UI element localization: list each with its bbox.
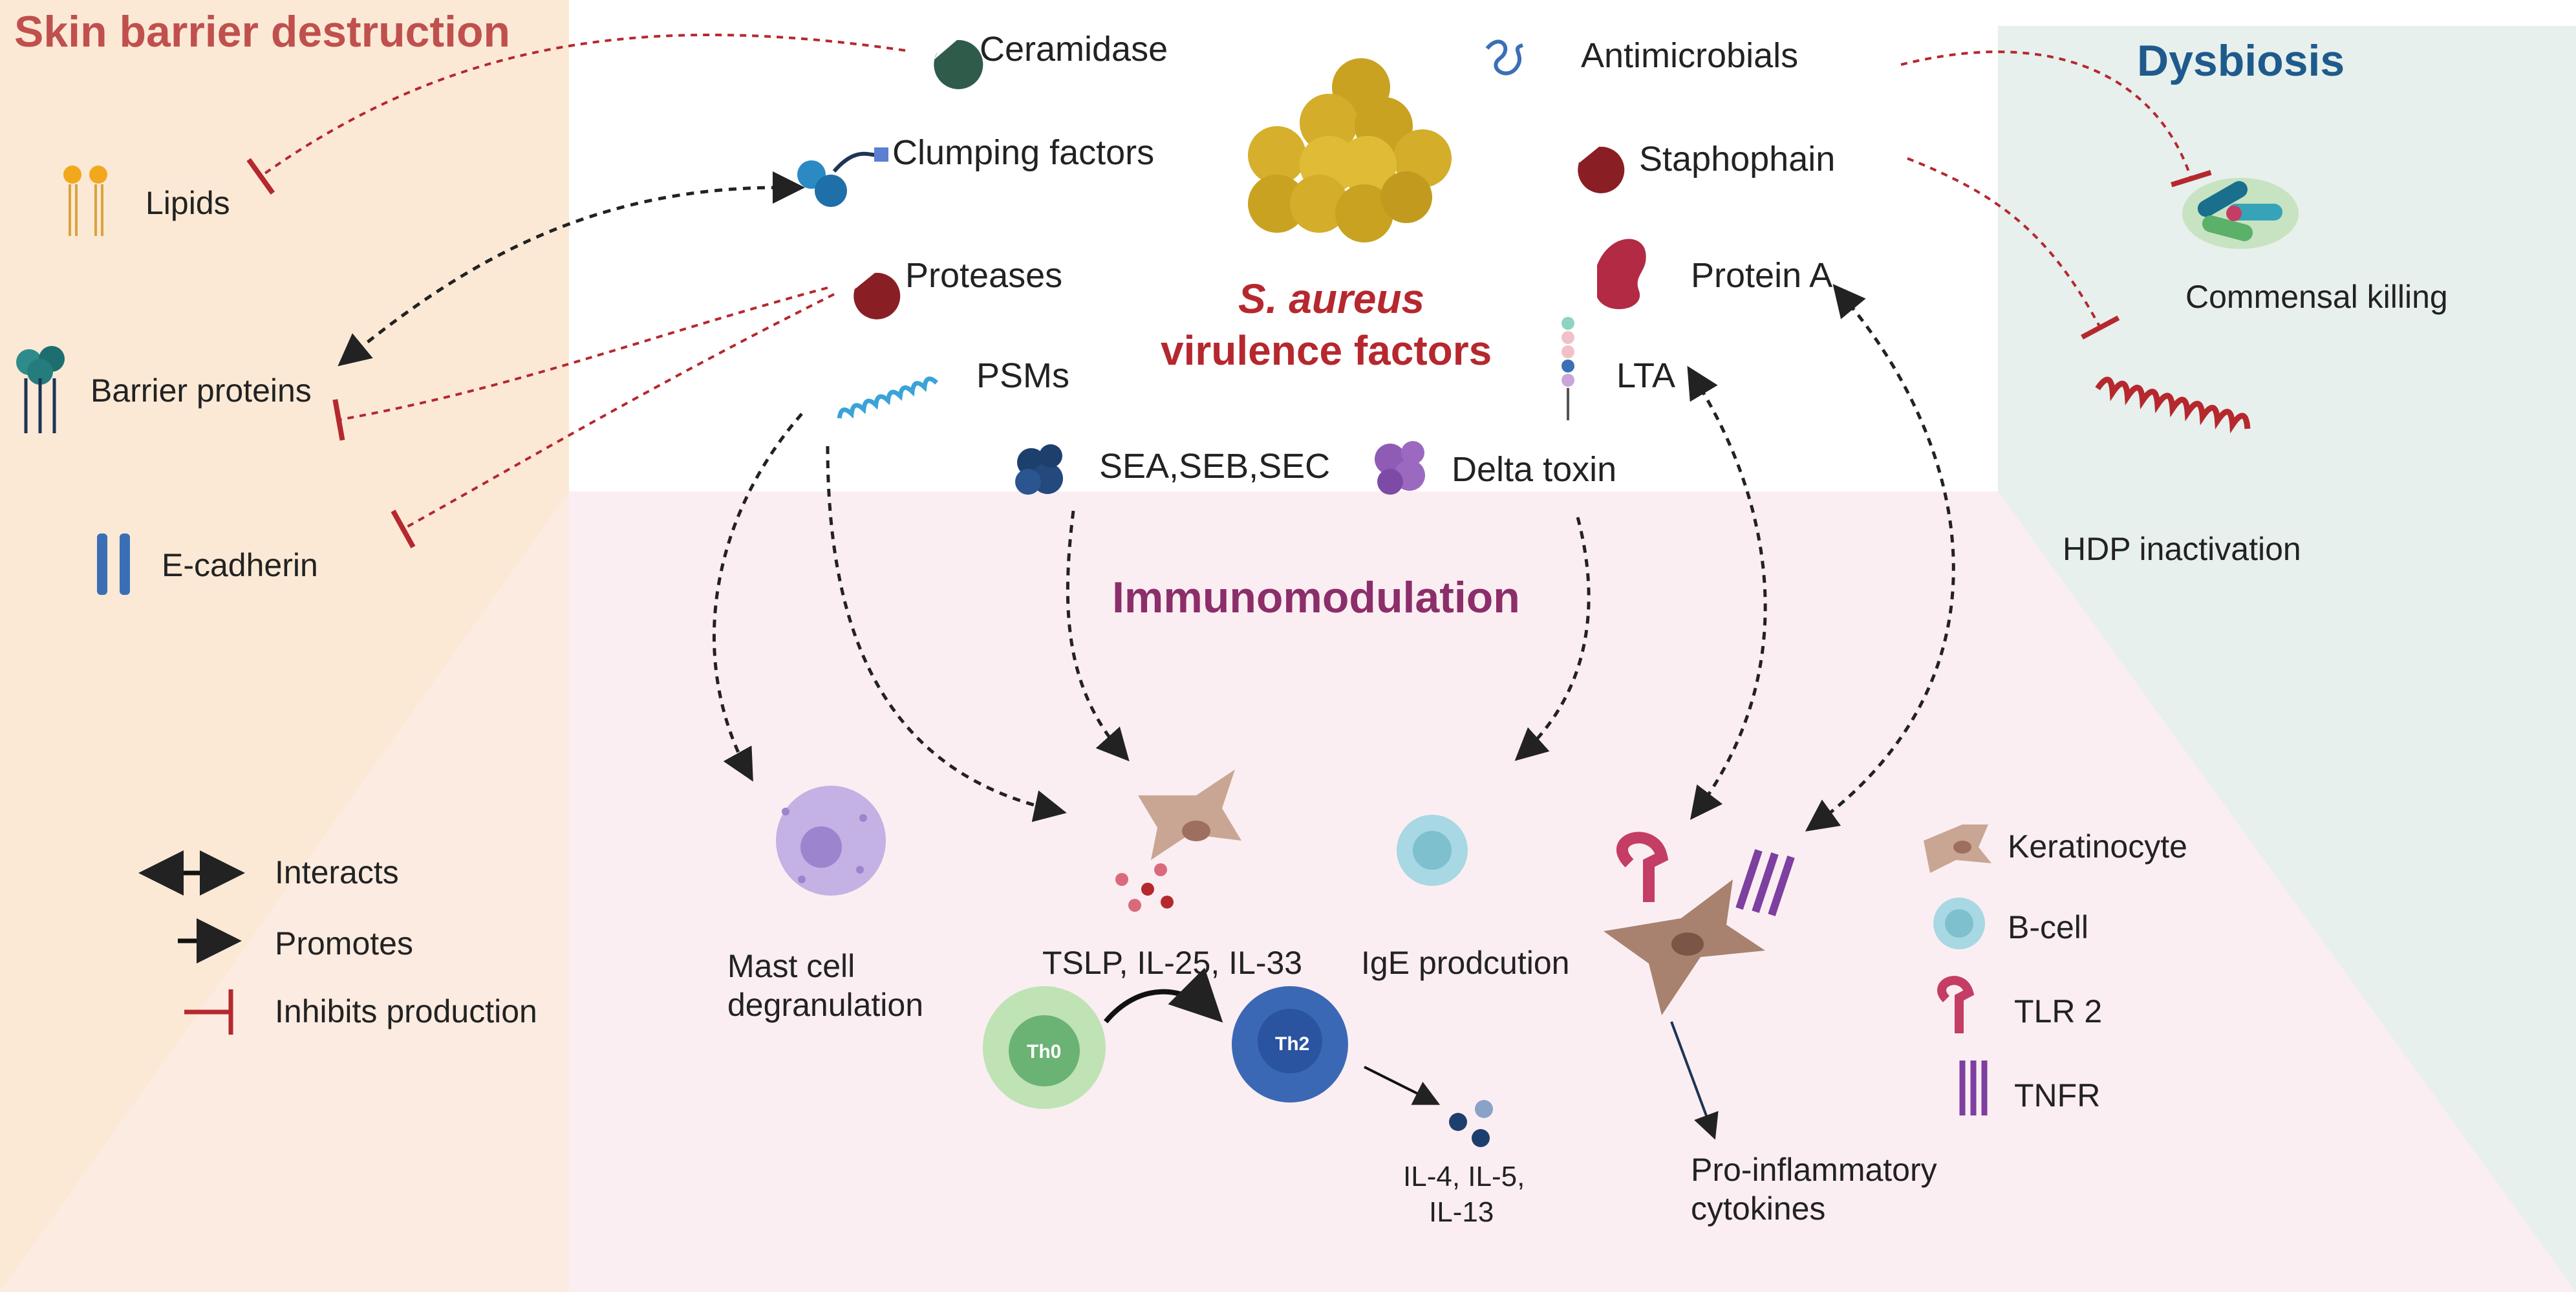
legend-bcell-icon <box>1933 898 1985 949</box>
e-cadherin-label: E-cadherin <box>162 547 318 583</box>
hdp-helix-icon <box>2095 376 2251 434</box>
e-cadherin-icon <box>97 533 130 595</box>
tslp-dots-icon <box>1115 863 1174 912</box>
psms-mast-promotes <box>712 413 803 782</box>
legend-inhibits-label: Inhibits production <box>275 993 537 1029</box>
virulence-heading-line2: virulence factors <box>1161 327 1492 374</box>
legend-inhibits-icon <box>184 989 233 1035</box>
sea-seb-sec-label: SEA,SEB,SEC <box>1099 447 1331 486</box>
il-label-line2: IL-13 <box>1429 1196 1494 1228</box>
protein-a-icon <box>1597 239 1646 310</box>
legend-tlr2-icon <box>1937 976 1975 1033</box>
legend-tnfr-icon <box>1959 1061 1988 1115</box>
legend-promotes-label: Promotes <box>275 925 413 962</box>
psms-icon <box>837 376 939 419</box>
delta-toxin-label: Delta toxin <box>1452 450 1617 489</box>
lta-label: LTA <box>1616 356 1676 395</box>
ceramidase-lipids-inhibition <box>246 33 906 195</box>
tnfr-receptor-icon <box>1735 849 1795 916</box>
antimicrobials-commensal-inhibition <box>1900 50 2212 188</box>
virulence-heading-line1: S. aureus <box>1238 275 1425 322</box>
legend-interacts-label: Interacts <box>275 854 399 890</box>
staphophain-label: Staphophain <box>1639 140 1836 178</box>
lta-icon <box>1562 317 1574 420</box>
cytokine-release-arrow <box>1670 1021 1719 1140</box>
pro-inflammatory-label-line2: cytokines <box>1691 1190 1826 1227</box>
th2-cell-icon <box>1232 986 1348 1103</box>
clumping-barrier-interaction <box>338 171 805 367</box>
legend-keratinocyte-label: Keratinocyte <box>2008 828 2187 865</box>
ige-production-label: IgE prodcution <box>1361 945 1570 981</box>
legend-keratinocyte-icon <box>1924 824 1991 873</box>
tlr2-receptor-icon <box>1616 832 1669 902</box>
mast-cell-label-line2: degranulation <box>727 987 924 1023</box>
delta-toxin-icon <box>1375 441 1425 495</box>
proteases-barrier-inhibition <box>332 286 828 441</box>
floor-edge <box>0 491 569 1292</box>
il-label-line1: IL-4, IL-5, <box>1403 1161 1525 1192</box>
th0-label: Th0 <box>1027 1041 1062 1062</box>
keratinocyte-icon <box>1138 770 1241 860</box>
immunomodulation-panel <box>0 491 2576 1292</box>
th2-label: Th2 <box>1275 1033 1310 1055</box>
antimicrobials-icon <box>1485 39 1523 76</box>
inflamed-keratinocyte-icon <box>1604 879 1765 1015</box>
proteinA-tnfr-interaction <box>1805 284 1955 832</box>
s-aureus-cluster-icon <box>1248 58 1452 242</box>
legend-tnfr-label: TNFR <box>2014 1077 2101 1114</box>
commensal-killing-label: Commensal killing <box>2185 279 2448 315</box>
immunomodulation-heading: Immunomodulation <box>1112 573 1520 622</box>
lipids-label: Lipids <box>145 185 230 221</box>
pro-inflammatory-label-line1: Pro-inflammatory <box>1691 1152 1937 1188</box>
hdp-inactivation-label: HDP inactivation <box>2063 531 2301 567</box>
mast-cell-icon <box>776 786 886 896</box>
th2-to-il-arrow <box>1364 1066 1441 1105</box>
proteases-ecadherin-inhibition <box>391 293 835 548</box>
il-dots-icon <box>1449 1100 1493 1147</box>
skin-barrier-heading: Skin barrier destruction <box>14 7 511 56</box>
ceramidase-icon <box>934 39 983 89</box>
barrier-proteins-label: Barrier proteins <box>91 372 312 409</box>
staphophain-icon <box>1578 146 1625 193</box>
commensal-bacteria-icon <box>2182 178 2299 249</box>
psms-label: PSMs <box>976 356 1070 395</box>
tslp-label: TSLP, IL-25, IL-33 <box>1042 945 1303 981</box>
th0-cell-icon <box>983 986 1106 1109</box>
ceramidase-label: Ceramidase <box>980 30 1168 69</box>
protein-a-label: Protein A <box>1691 256 1833 295</box>
legend-tlr2-label: TLR 2 <box>2014 993 2103 1029</box>
clumping-factors-label: Clumping factors <box>892 133 1155 172</box>
delta-bcell-promotes <box>1514 517 1591 761</box>
antimicrobials-label: Antimicrobials <box>1581 36 1799 75</box>
floor-edge-right <box>1998 491 2576 1292</box>
sea-seb-sec-icon <box>1015 444 1063 495</box>
staphophain-hdp-inhibition <box>1907 157 2120 340</box>
th0-to-th2-arrow <box>1103 967 1223 1024</box>
lta-tlr2-interaction <box>1687 365 1767 820</box>
proteases-label: Proteases <box>905 256 1063 295</box>
proteases-icon <box>853 272 901 319</box>
clumping-factors-icon <box>797 147 888 207</box>
lipids-icon <box>63 166 107 236</box>
mast-cell-label-line1: Mast cell <box>727 948 855 984</box>
b-cell-icon <box>1397 815 1468 886</box>
legend-bcell-label: B-cell <box>2008 909 2089 945</box>
barrier-proteins-icon <box>16 346 65 433</box>
dysbiosis-heading: Dysbiosis <box>2137 36 2345 85</box>
